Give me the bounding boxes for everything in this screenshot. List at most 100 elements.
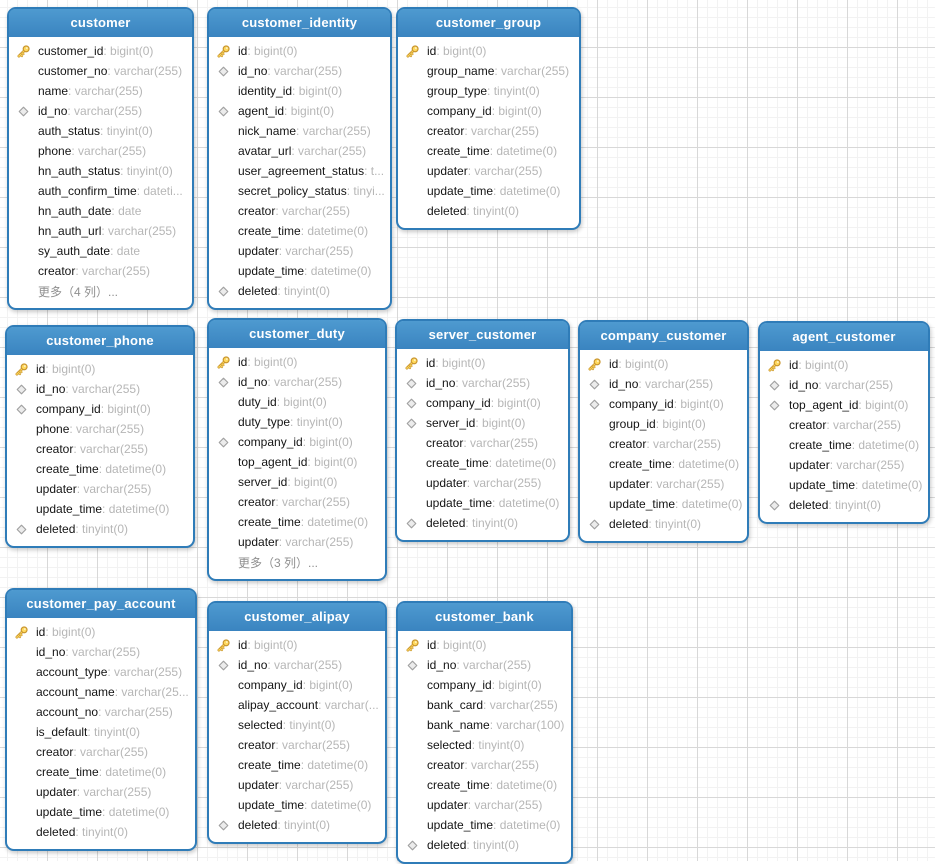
table-header[interactable]: customer_phone xyxy=(7,327,193,355)
field-row[interactable]: phone: varchar(255) xyxy=(7,419,193,439)
field-row[interactable]: update_time: datetime(0) xyxy=(209,795,385,815)
field-row[interactable]: update_time: datetime(0) xyxy=(760,475,928,495)
field-row[interactable]: avatar_url: varchar(255) xyxy=(209,141,390,161)
field-row[interactable]: deleted: tinyint(0) xyxy=(397,513,568,533)
field-row[interactable]: id_no: varchar(255) xyxy=(209,372,385,392)
field-row[interactable]: create_time: datetime(0) xyxy=(209,755,385,775)
field-row[interactable]: updater: varchar(255) xyxy=(398,161,579,181)
field-row[interactable]: id_no: varchar(255) xyxy=(398,655,571,675)
table-customer_alipay[interactable]: customer_alipay id: bigint(0)id_no: varch… xyxy=(207,601,387,844)
field-row[interactable]: create_time: datetime(0) xyxy=(397,453,568,473)
field-row[interactable]: create_time: datetime(0) xyxy=(209,221,390,241)
field-row[interactable]: updater: varchar(255) xyxy=(209,775,385,795)
field-row[interactable]: alipay_account: varchar(... xyxy=(209,695,385,715)
field-row[interactable]: create_time: datetime(0) xyxy=(580,454,747,474)
table-header[interactable]: server_customer xyxy=(397,321,568,349)
table-server_customer[interactable]: server_customer id: bigint(0)id_no: varch… xyxy=(395,319,570,542)
field-row[interactable]: creator: varchar(255) xyxy=(580,434,747,454)
field-row[interactable]: sy_auth_date: date xyxy=(9,241,192,261)
field-row[interactable]: create_time: datetime(0) xyxy=(398,775,571,795)
field-row[interactable]: deleted: tinyint(0) xyxy=(398,201,579,221)
field-row[interactable]: company_id: bigint(0) xyxy=(209,432,385,452)
table-header[interactable]: customer_pay_account xyxy=(7,590,195,618)
field-row[interactable]: updater: varchar(255) xyxy=(7,782,195,802)
field-row[interactable]: id_no: varchar(255) xyxy=(580,374,747,394)
field-row[interactable]: selected: tinyint(0) xyxy=(398,735,571,755)
field-row[interactable]: create_time: datetime(0) xyxy=(7,459,193,479)
field-row[interactable]: identity_id: bigint(0) xyxy=(209,81,390,101)
field-row[interactable]: create_time: datetime(0) xyxy=(209,512,385,532)
field-row[interactable]: phone: varchar(255) xyxy=(9,141,192,161)
field-row[interactable]: id: bigint(0) xyxy=(398,635,571,655)
field-row[interactable]: duty_id: bigint(0) xyxy=(209,392,385,412)
field-row[interactable]: updater: varchar(255) xyxy=(397,473,568,493)
field-row[interactable]: deleted: tinyint(0) xyxy=(580,514,747,534)
field-row[interactable]: creator: varchar(255) xyxy=(209,735,385,755)
field-row[interactable]: id: bigint(0) xyxy=(397,353,568,373)
field-row[interactable]: bank_card: varchar(255) xyxy=(398,695,571,715)
field-row[interactable]: server_id: bigint(0) xyxy=(209,472,385,492)
field-row[interactable]: account_name: varchar(25... xyxy=(7,682,195,702)
field-row[interactable]: updater: varchar(255) xyxy=(760,455,928,475)
field-row[interactable]: id: bigint(0) xyxy=(760,355,928,375)
field-row[interactable]: secret_policy_status: tinyi... xyxy=(209,181,390,201)
more-columns-row[interactable]: 更多（3 列）... xyxy=(209,552,385,572)
field-row[interactable]: duty_type: tinyint(0) xyxy=(209,412,385,432)
field-row[interactable]: deleted: tinyint(0) xyxy=(209,815,385,835)
table-header[interactable]: customer_alipay xyxy=(209,603,385,631)
field-row[interactable]: id_no: varchar(255) xyxy=(7,379,193,399)
field-row[interactable]: bank_name: varchar(100) xyxy=(398,715,571,735)
field-row[interactable]: top_agent_id: bigint(0) xyxy=(209,452,385,472)
table-header[interactable]: customer xyxy=(9,9,192,37)
field-row[interactable]: company_id: bigint(0) xyxy=(398,675,571,695)
field-row[interactable]: company_id: bigint(0) xyxy=(397,393,568,413)
field-row[interactable]: selected: tinyint(0) xyxy=(209,715,385,735)
field-row[interactable]: creator: varchar(255) xyxy=(397,433,568,453)
field-row[interactable]: updater: varchar(255) xyxy=(398,795,571,815)
field-row[interactable]: customer_no: varchar(255) xyxy=(9,61,192,81)
field-row[interactable]: company_id: bigint(0) xyxy=(398,101,579,121)
field-row[interactable]: group_name: varchar(255) xyxy=(398,61,579,81)
field-row[interactable]: company_id: bigint(0) xyxy=(209,675,385,695)
field-row[interactable]: creator: varchar(255) xyxy=(7,742,195,762)
field-row[interactable]: auth_confirm_time: dateti... xyxy=(9,181,192,201)
field-row[interactable]: deleted: tinyint(0) xyxy=(398,835,571,855)
field-row[interactable]: update_time: datetime(0) xyxy=(7,499,193,519)
field-row[interactable]: id: bigint(0) xyxy=(7,359,193,379)
field-row[interactable]: id_no: varchar(255) xyxy=(760,375,928,395)
field-row[interactable]: auth_status: tinyint(0) xyxy=(9,121,192,141)
field-row[interactable]: update_time: datetime(0) xyxy=(398,181,579,201)
field-row[interactable]: id: bigint(0) xyxy=(209,352,385,372)
field-row[interactable]: id: bigint(0) xyxy=(209,41,390,61)
table-customer_duty[interactable]: customer_duty id: bigint(0)id_no: varchar… xyxy=(207,318,387,581)
field-row[interactable]: id: bigint(0) xyxy=(209,635,385,655)
table-agent_customer[interactable]: agent_customer id: bigint(0)id_no: varcha… xyxy=(758,321,930,524)
field-row[interactable]: create_time: datetime(0) xyxy=(398,141,579,161)
field-row[interactable]: name: varchar(255) xyxy=(9,81,192,101)
field-row[interactable]: account_type: varchar(255) xyxy=(7,662,195,682)
field-row[interactable]: updater: varchar(255) xyxy=(580,474,747,494)
field-row[interactable]: is_default: tinyint(0) xyxy=(7,722,195,742)
field-row[interactable]: deleted: tinyint(0) xyxy=(7,519,193,539)
field-row[interactable]: update_time: datetime(0) xyxy=(209,261,390,281)
field-row[interactable]: id: bigint(0) xyxy=(398,41,579,61)
field-row[interactable]: company_id: bigint(0) xyxy=(580,394,747,414)
field-row[interactable]: update_time: datetime(0) xyxy=(580,494,747,514)
field-row[interactable]: creator: varchar(255) xyxy=(760,415,928,435)
field-row[interactable]: updater: varchar(255) xyxy=(7,479,193,499)
table-header[interactable]: customer_duty xyxy=(209,320,385,348)
field-row[interactable]: id_no: varchar(255) xyxy=(397,373,568,393)
field-row[interactable]: deleted: tinyint(0) xyxy=(209,281,390,301)
field-row[interactable]: id_no: varchar(255) xyxy=(209,655,385,675)
field-row[interactable]: update_time: datetime(0) xyxy=(397,493,568,513)
table-header[interactable]: agent_customer xyxy=(760,323,928,351)
field-row[interactable]: create_time: datetime(0) xyxy=(760,435,928,455)
field-row[interactable]: updater: varchar(255) xyxy=(209,532,385,552)
field-row[interactable]: user_agreement_status: t... xyxy=(209,161,390,181)
field-row[interactable]: account_no: varchar(255) xyxy=(7,702,195,722)
